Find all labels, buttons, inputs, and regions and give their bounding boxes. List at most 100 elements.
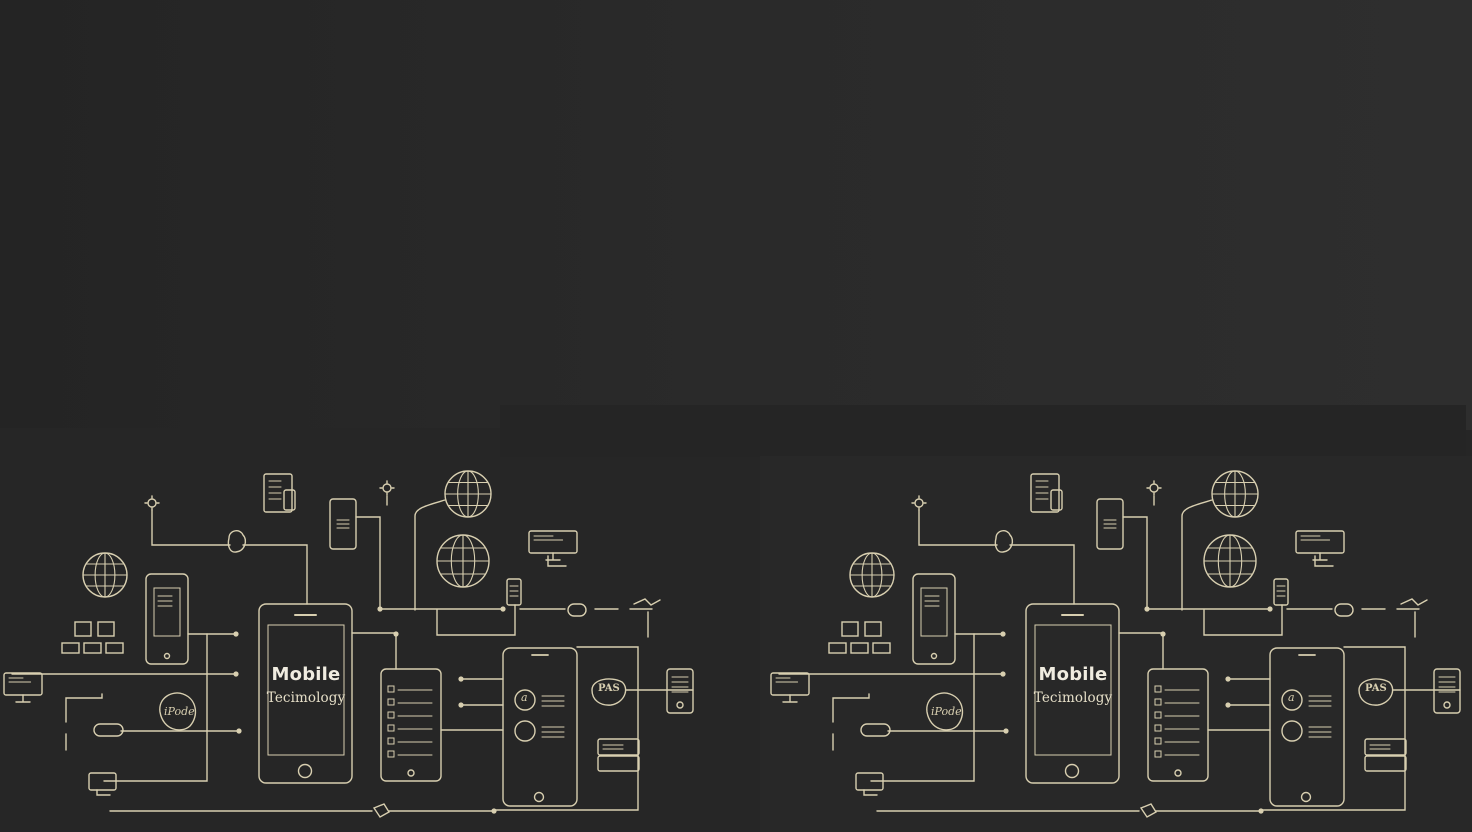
node-dot-icon	[233, 631, 239, 637]
connector-line	[355, 516, 504, 610]
top-empty-area	[0, 0, 1472, 430]
node-dot-icon	[1003, 728, 1009, 734]
connector-line	[103, 633, 208, 782]
right-panel-bg	[760, 456, 1472, 832]
node-dot-icon	[458, 676, 464, 682]
router-icon	[597, 755, 640, 772]
app-glyph: a	[1288, 691, 1295, 704]
checkbox-icon	[387, 685, 395, 693]
keypad-icon	[828, 642, 847, 654]
node-dot-icon	[1000, 671, 1006, 677]
monitor-icon	[775, 677, 799, 683]
document-icon	[1438, 676, 1456, 693]
document-icon	[1030, 473, 1060, 513]
home-button-icon	[163, 652, 171, 660]
smartphone-icon	[506, 578, 522, 606]
connector-line	[242, 544, 308, 605]
node-dot-icon	[1225, 702, 1231, 708]
connector-line	[436, 604, 516, 636]
home-button-icon	[407, 769, 415, 777]
gear-icon	[1149, 483, 1159, 493]
connector-line	[1009, 544, 1075, 605]
document-icon	[336, 519, 350, 529]
node-dot-icon	[1258, 808, 1264, 814]
connector-line	[918, 509, 998, 546]
router-icon	[372, 803, 390, 818]
document-icon	[602, 744, 624, 750]
monitor-icon	[8, 677, 32, 683]
home-button-icon	[533, 791, 545, 803]
document-icon	[1035, 480, 1049, 500]
checkbox-icon	[387, 737, 395, 745]
chat-bubble-label: PAS	[1365, 683, 1387, 694]
router-icon	[1139, 803, 1157, 818]
checkbox-icon	[1154, 698, 1162, 706]
home-button-icon	[297, 763, 313, 779]
home-button-icon	[1174, 769, 1182, 777]
monitor-icon	[15, 694, 31, 703]
checkbox-icon	[1154, 685, 1162, 693]
router-icon	[1364, 755, 1407, 772]
monitor-icon	[96, 789, 111, 796]
home-button-icon	[930, 652, 938, 660]
home-button-icon	[1443, 701, 1451, 709]
checkbox-icon	[1154, 737, 1162, 745]
router-icon	[1334, 603, 1354, 617]
document-icon	[1103, 519, 1117, 529]
node-dot-icon	[1160, 631, 1166, 637]
keypad-icon	[841, 621, 859, 637]
connector-line	[547, 555, 567, 567]
tablet-icon	[912, 573, 956, 665]
keypad-icon	[864, 621, 882, 637]
tablet-icon	[1433, 668, 1461, 714]
tablet-screen	[920, 587, 948, 637]
monitor-icon	[1295, 530, 1345, 554]
gear-icon	[147, 498, 157, 508]
connector-line	[1118, 632, 1164, 670]
router-icon	[93, 723, 124, 737]
node-dot-icon	[1267, 606, 1273, 612]
gear-icon	[914, 498, 924, 508]
app-icon	[1281, 720, 1303, 742]
gear-icon	[382, 483, 392, 493]
node-dot-icon	[393, 631, 399, 637]
chat-bubble-icon	[159, 692, 197, 731]
checkbox-icon	[387, 698, 395, 706]
node-dot-icon	[377, 606, 383, 612]
smartphone-icon	[283, 489, 296, 511]
node-dot-icon	[500, 606, 506, 612]
smartphone-icon	[1050, 489, 1063, 511]
router-icon	[567, 603, 587, 617]
keypad-icon	[74, 621, 92, 637]
left-panel-bg	[0, 428, 760, 832]
connector-line	[65, 693, 103, 723]
gear-icon	[144, 495, 160, 511]
document-icon	[268, 480, 282, 500]
node-dot-icon	[1225, 676, 1231, 682]
app-icon	[514, 720, 536, 742]
gear-icon	[1146, 480, 1162, 496]
checkbox-icon	[387, 711, 395, 719]
router-icon	[633, 598, 661, 606]
document-icon	[157, 595, 173, 607]
document-icon	[509, 585, 519, 597]
list-phone-icon	[1147, 668, 1209, 782]
monitor-icon	[770, 672, 810, 696]
document-icon	[1308, 695, 1332, 707]
checkbox-icon	[1154, 711, 1162, 719]
node-dot-icon	[1000, 631, 1006, 637]
chat-bubble-icon	[926, 692, 964, 731]
connector-line	[1122, 516, 1271, 610]
document-icon	[263, 473, 293, 513]
chat-bubble-icon	[1358, 678, 1394, 706]
tablet-screen	[153, 587, 181, 637]
diagram-title: Mobile	[271, 664, 341, 685]
router-icon	[1400, 598, 1428, 606]
chat-bubble-label: PAS	[598, 683, 620, 694]
main-smartphone-icon	[258, 603, 353, 784]
connector-line	[870, 633, 975, 782]
smartphone-icon	[329, 498, 357, 550]
